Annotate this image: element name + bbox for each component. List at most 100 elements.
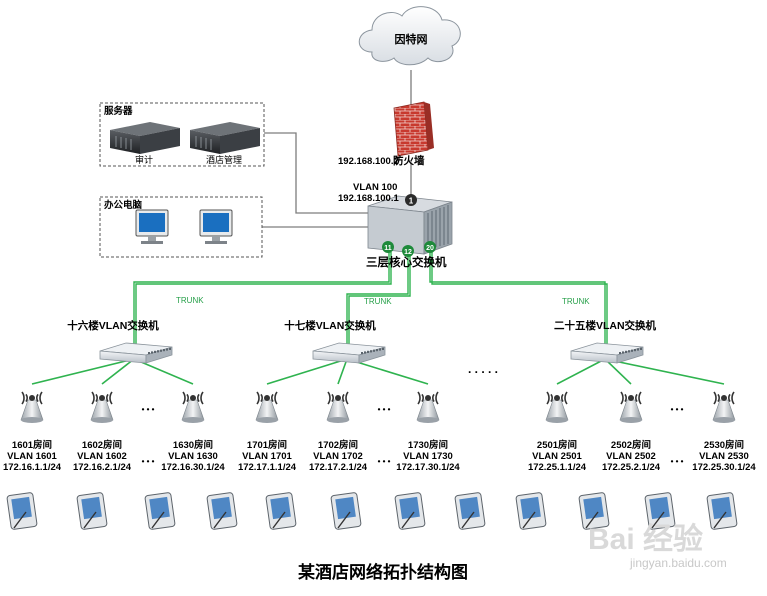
wireless-ap-icon [181, 391, 205, 423]
room-vlan: VLAN 1730 [403, 451, 453, 462]
wireless-ap-icon [90, 391, 114, 423]
tablet-icon [330, 492, 362, 530]
tablet-icon [644, 492, 676, 530]
room-label: 1601房间 [12, 439, 52, 451]
server-group-title: 服务器 [104, 105, 133, 117]
access-link [266, 358, 348, 385]
more-rooms-dots: • • • [142, 457, 155, 466]
room-vlan: VLAN 1602 [77, 451, 127, 462]
tablet-icon [394, 492, 426, 530]
room-label: 1630房间 [173, 439, 213, 451]
server-label-hotel: 酒店管理 [206, 154, 242, 165]
room-vlan: VLAN 2530 [699, 451, 749, 462]
svg-text:11: 11 [384, 245, 392, 252]
wireless-ap-icon [326, 391, 350, 423]
room-ip: 172.25.2.1/24 [602, 462, 661, 473]
tablet-icon [706, 492, 738, 530]
wireless-ap-icon [619, 391, 643, 423]
floor-switch-icon [570, 342, 644, 364]
svg-text:jingyan.baidu.com: jingyan.baidu.com [629, 556, 727, 570]
tablet-icon [578, 492, 610, 530]
more-aps-dots: • • • [671, 405, 684, 414]
core-port-11: 11 [382, 241, 394, 253]
room-ip: 172.17.2.1/24 [309, 462, 368, 473]
room-vlan: VLAN 2502 [606, 451, 656, 462]
core-vlan: VLAN 100 [353, 182, 397, 193]
room-ip: 172.16.1.1/24 [3, 462, 62, 473]
core-port-20: 20 [424, 241, 436, 253]
office-group-title: 办公电脑 [104, 199, 143, 211]
floor-switch-label: 二十五楼VLAN交换机 [554, 319, 657, 332]
access-link [556, 358, 606, 385]
wireless-ap-icon [416, 391, 440, 423]
access-link [101, 358, 135, 385]
wireless-ap-icon [255, 391, 279, 423]
room-vlan: VLAN 2501 [532, 451, 582, 462]
tablet-icon [6, 492, 38, 530]
room-label: 1730房间 [408, 439, 448, 451]
office-group-box [99, 196, 263, 258]
trunk-label: TRUNK [364, 297, 392, 306]
more-aps-dots: • • • [378, 405, 391, 414]
tablet-icon [76, 492, 108, 530]
office-pc-icon [135, 209, 169, 244]
access-lines [31, 358, 725, 385]
room-ip: 172.25.1.1/24 [528, 462, 587, 473]
core-switch-label: 三层核心交换机 [366, 255, 447, 269]
more-aps-dots: • • • [142, 405, 155, 414]
access-link [604, 358, 632, 385]
wireless-ap-icon [545, 391, 569, 423]
tablet-icon [265, 492, 297, 530]
access-link [604, 358, 725, 385]
core-switch-icon [367, 195, 453, 255]
wireless-ap-icon [20, 391, 44, 423]
tablet-icon [454, 492, 486, 530]
room-ip: 172.16.2.1/24 [73, 462, 132, 473]
svg-text:Bai 经验: Bai 经验 [588, 522, 703, 556]
server-label-audit: 审计 [135, 154, 153, 165]
floor-switch-label: 十六楼VLAN交换机 [67, 319, 159, 332]
floor-switch-icon [99, 342, 173, 364]
room-label: 2502房间 [611, 439, 651, 451]
tablet-icon [144, 492, 176, 530]
room-vlan: VLAN 1630 [168, 451, 218, 462]
wireless-ap-icon [712, 391, 736, 423]
floor-switch-label: 十七楼VLAN交换机 [284, 319, 376, 332]
access-link [346, 358, 429, 385]
trunk-label: TRUNK [562, 297, 590, 306]
svg-text:12: 12 [404, 249, 412, 256]
internet-label: 因特网 [395, 32, 428, 46]
more-rooms-dots: • • • [671, 457, 684, 466]
room-label: 1702房间 [318, 439, 358, 451]
floor-switch-icon [312, 342, 386, 364]
office-pc-icon [199, 209, 233, 244]
more-floors-ellipsis: . . . . . [468, 362, 498, 376]
room-vlan: VLAN 1702 [313, 451, 363, 462]
access-link [337, 358, 348, 385]
firewall-icon [393, 101, 434, 157]
room-vlan: VLAN 1701 [242, 451, 292, 462]
diagram-title: 某酒店网络拓扑结构图 [298, 562, 468, 582]
firewall-ip: 192.168.100.2 [338, 156, 399, 167]
trunk-lines [133, 252, 608, 345]
room-ip: 172.17.30.1/24 [396, 462, 460, 473]
trunk-label: TRUNK [176, 296, 204, 305]
tablet-icon [515, 492, 547, 530]
svg-text:1: 1 [409, 197, 414, 206]
room-label: 2501房间 [537, 439, 577, 451]
uplink-lines [262, 70, 412, 228]
room-label: 1602房间 [82, 439, 122, 451]
room-vlan: VLAN 1601 [7, 451, 57, 462]
room-ip: 172.25.30.1/24 [692, 462, 756, 473]
audit-server-icon [110, 122, 180, 154]
room-ip: 172.17.1.1/24 [238, 462, 297, 473]
internet-cloud-icon [358, 6, 461, 66]
core-port-1: 1 [405, 194, 417, 206]
tablet-icon [206, 492, 238, 530]
svg-text:20: 20 [426, 245, 434, 252]
